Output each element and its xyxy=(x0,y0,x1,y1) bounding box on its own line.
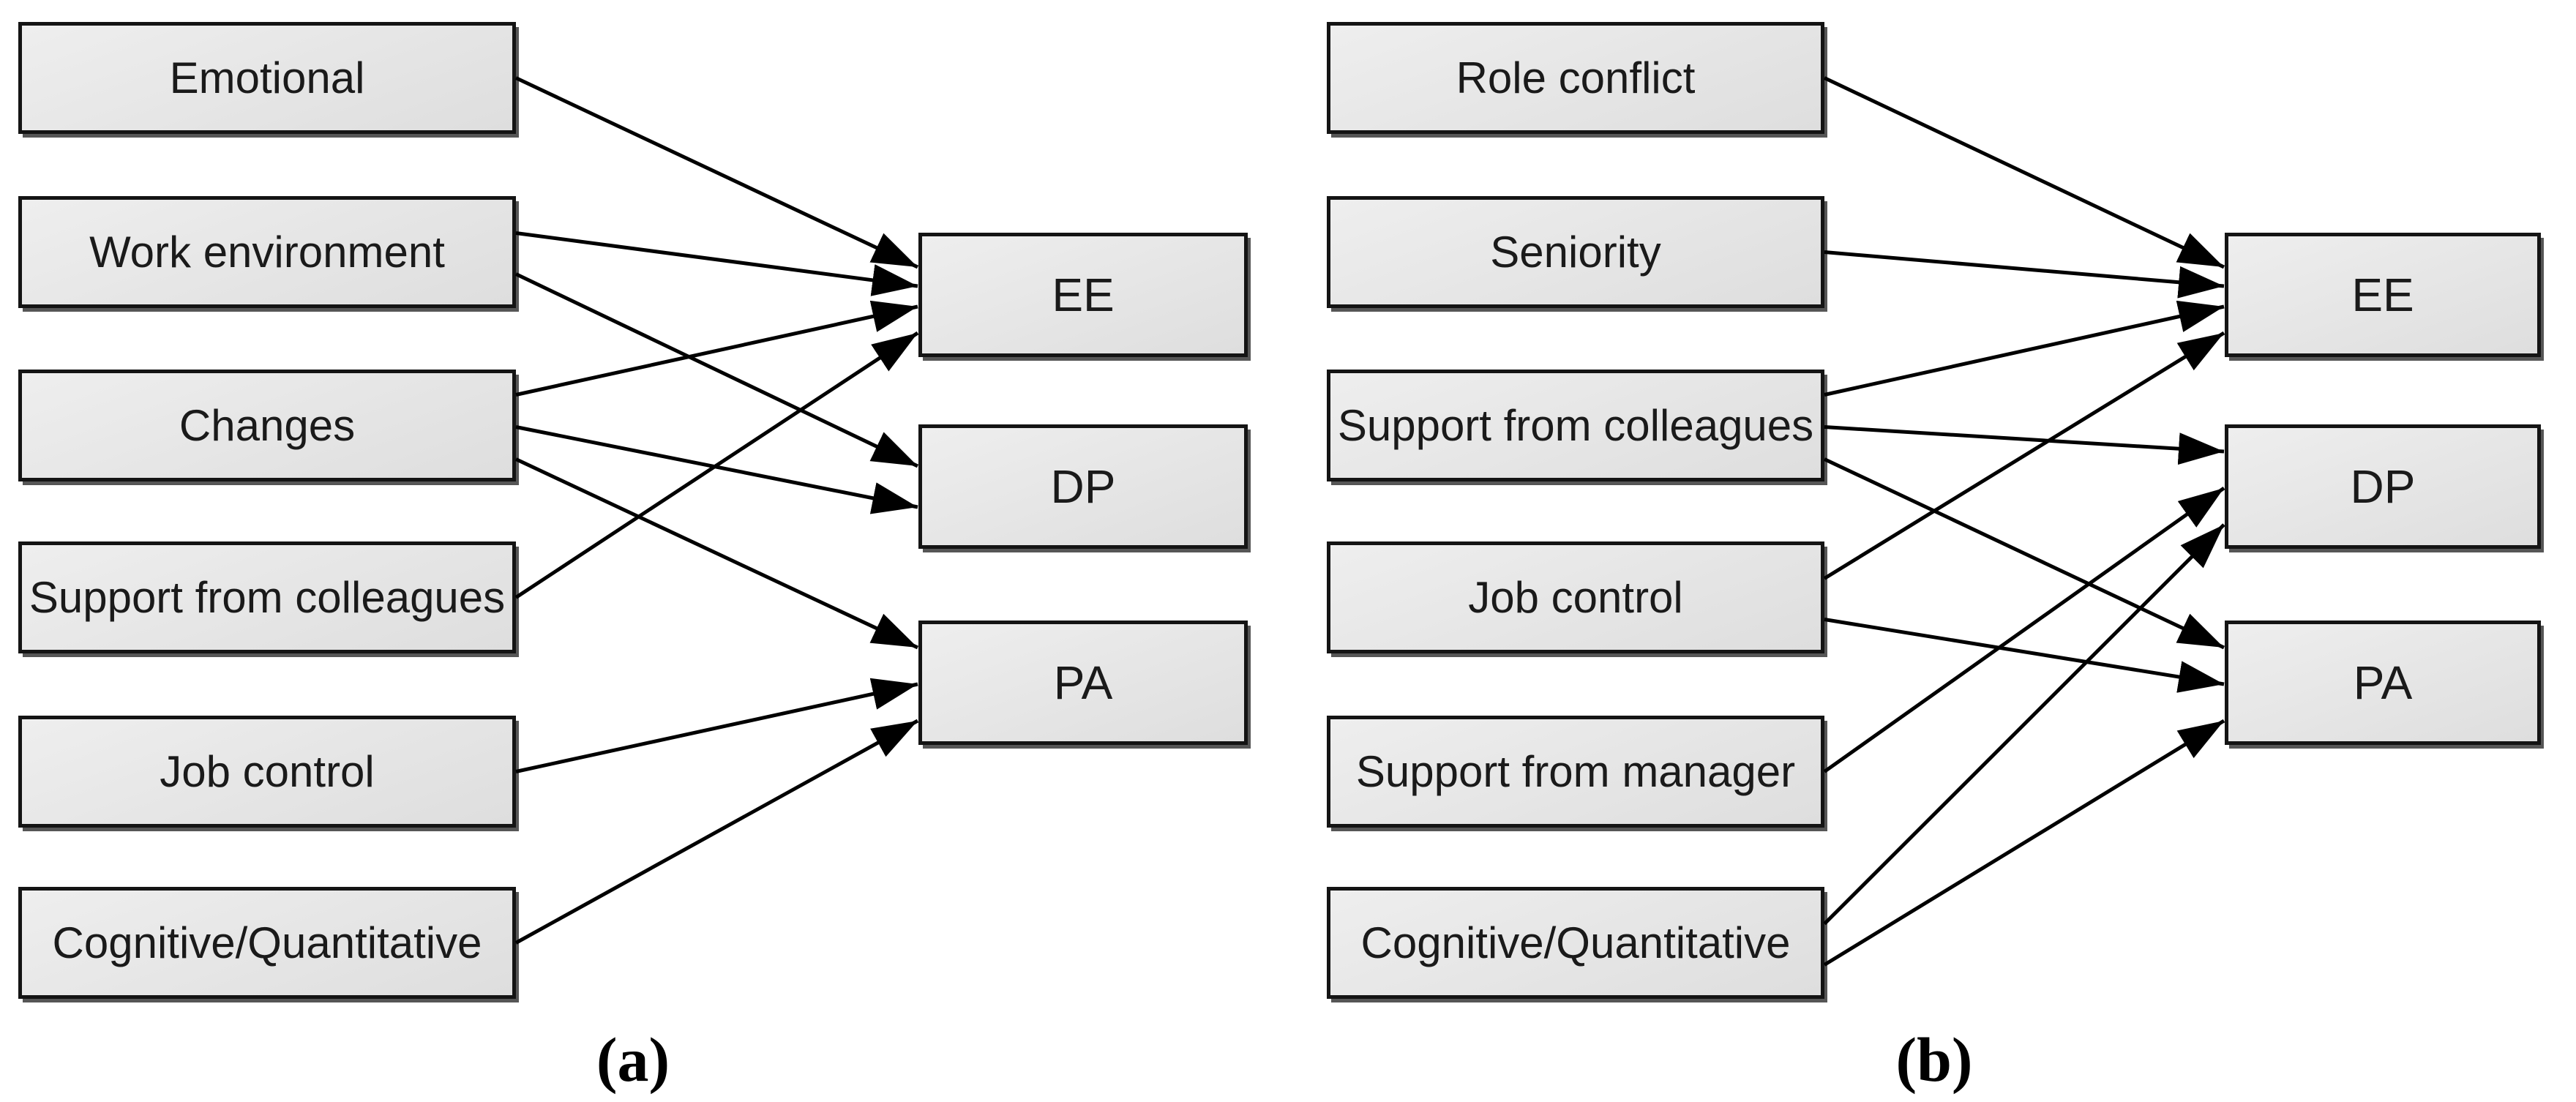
box-job-control: Job control xyxy=(1327,541,1824,653)
arrow-path xyxy=(514,272,919,468)
predictor-label: Support from colleagues xyxy=(29,572,506,622)
predictor-label: Role conflict xyxy=(1456,53,1696,102)
predictor-label: Seniority xyxy=(1490,227,1661,277)
box-cognitive-quantitative: Cognitive/Quantitative xyxy=(1327,887,1824,999)
predictor-label: Support from manager xyxy=(1355,746,1796,796)
arrow-path xyxy=(515,678,918,773)
arrow-path xyxy=(1824,250,2225,299)
box-ee: EE xyxy=(918,233,1248,357)
arrow-path xyxy=(1823,719,2225,967)
outcome-label: PA xyxy=(2353,656,2413,709)
arrow-path xyxy=(1823,457,2225,650)
outcome-label: EE xyxy=(2351,269,2414,321)
box-cognitive-quantitative: Cognitive/Quantitative xyxy=(18,887,516,999)
arrow-path xyxy=(1823,76,2225,269)
arrow-path xyxy=(1824,300,2225,397)
box-pa: PA xyxy=(2225,621,2541,745)
predictor-label: Job control xyxy=(160,746,375,796)
arrow-path xyxy=(1823,523,2225,926)
box-pa: PA xyxy=(918,621,1248,745)
arrow-path xyxy=(1824,618,2225,693)
box-support-from-colleagues: Support from colleagues xyxy=(18,541,516,653)
arrow-path xyxy=(515,425,918,514)
box-dp: DP xyxy=(2225,424,2541,549)
box-emotional: Emotional xyxy=(18,22,516,134)
panel-a-caption: (a) xyxy=(596,1024,670,1095)
arrow-path xyxy=(514,457,919,650)
arrow-path xyxy=(515,300,918,397)
arrow-path xyxy=(514,76,919,269)
predictor-label: Changes xyxy=(179,400,356,450)
predictor-label: Job control xyxy=(1468,572,1683,622)
arrow-path xyxy=(515,231,918,296)
arrow-path xyxy=(514,331,919,599)
outcome-label: DP xyxy=(1050,460,1116,513)
box-changes: Changes xyxy=(18,370,516,481)
arrow-path xyxy=(1823,331,2225,580)
predictor-label: Support from colleagues xyxy=(1337,400,1814,450)
outcome-label: EE xyxy=(1052,269,1115,321)
box-support-from-manager: Support from manager xyxy=(1327,716,1824,828)
arrow-path xyxy=(514,719,919,945)
arrow-path xyxy=(1824,425,2225,465)
box-job-control: Job control xyxy=(18,716,516,828)
predictor-label: Cognitive/Quantitative xyxy=(1360,918,1791,967)
arrow-path xyxy=(1823,486,2225,773)
panel-b-caption: (b) xyxy=(1895,1024,1973,1095)
box-dp: DP xyxy=(918,424,1248,549)
box-ee: EE xyxy=(2225,233,2541,357)
outcome-label: PA xyxy=(1053,656,1113,709)
box-work-environment: Work environment xyxy=(18,196,516,308)
box-support-from-colleagues: Support from colleagues xyxy=(1327,370,1824,481)
predictor-label: Cognitive/Quantitative xyxy=(52,918,482,967)
outcome-label: DP xyxy=(2350,460,2416,513)
predictor-label: Work environment xyxy=(89,227,445,277)
box-role-conflict: Role conflict xyxy=(1327,22,1824,134)
predictor-label: Emotional xyxy=(169,53,365,102)
box-seniority: Seniority xyxy=(1327,196,1824,308)
